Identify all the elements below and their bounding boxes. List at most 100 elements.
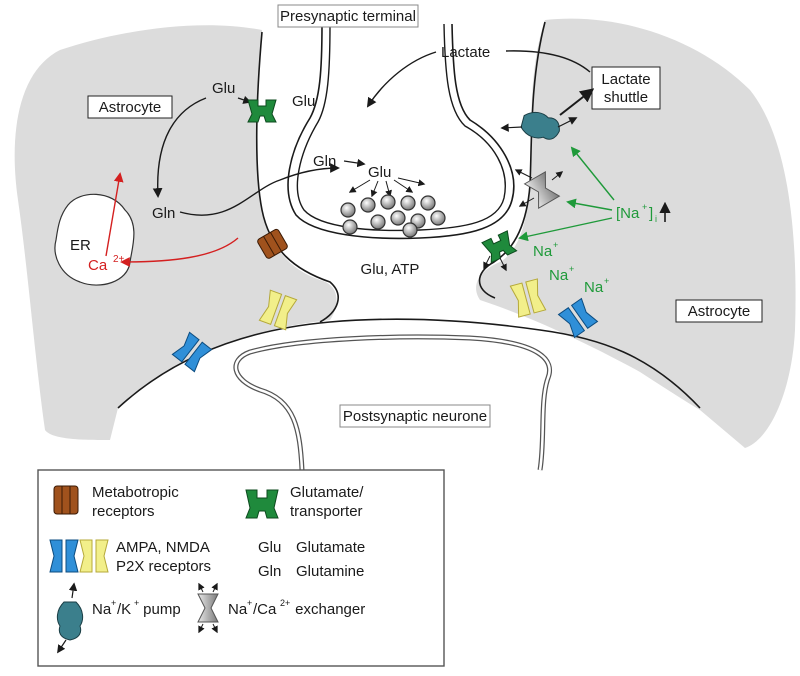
na-label-2-sup: +	[569, 264, 574, 274]
presynaptic-terminal-inner	[296, 23, 506, 232]
vesicle	[360, 197, 376, 213]
astrocyte-right-label-box	[675, 299, 763, 323]
transporter-arrow-right	[499, 257, 507, 272]
legend-pump-arrow-down	[57, 639, 67, 654]
ampa-receptor-left-icon	[171, 331, 213, 373]
ca-superscript: 2+	[113, 254, 125, 265]
lactate-shuttle-line2: shuttle	[604, 89, 648, 106]
glutamate-transporter-left	[247, 99, 277, 123]
glu-vesicle-arrow-2	[370, 180, 379, 198]
lactate-shuttle-arrow	[559, 88, 595, 116]
legend-metabotropic-line1: Metabotropic	[92, 484, 179, 501]
glu-vesicle-arrow-3	[385, 180, 392, 198]
na-ca-exchanger-right-icon	[523, 171, 561, 209]
legend-metabotropic-line2: receptors	[92, 503, 155, 520]
ca-release-arrow	[105, 172, 124, 257]
legend-pump-arrow-up	[68, 582, 78, 599]
gln-to-terminal-arrow	[179, 163, 340, 216]
legend-exchanger-arrow-4	[211, 623, 218, 634]
vesicle	[402, 222, 418, 238]
postsynaptic-neurone-inner	[234, 335, 551, 471]
glu-left-top: Glu	[212, 80, 235, 97]
lactate-shuttle-box	[591, 66, 661, 110]
ca-label: Ca	[88, 257, 108, 274]
na-to-transporter-arrow	[518, 217, 613, 242]
legend-nak-na: Na	[92, 601, 112, 618]
presynaptic-label-box	[277, 4, 419, 28]
vesicle	[340, 202, 356, 218]
legend-exchanger-arrow-3	[198, 623, 205, 634]
na-to-exchanger-arrow	[566, 198, 613, 211]
astrocyte-right-label: Astrocyte	[688, 303, 751, 320]
gln-left-label: Gln	[152, 205, 175, 222]
ampa-receptor-right-icon	[557, 297, 599, 339]
legend-metabotropic-icon	[53, 485, 79, 515]
vesicle	[380, 194, 396, 210]
postsynaptic-label-box	[339, 404, 491, 428]
legend-naca-na: Na	[228, 601, 248, 618]
na-concentration-sup: +	[642, 202, 647, 212]
legend-ampa-line1: AMPA, NMDA	[116, 539, 210, 556]
cleft-label: Glu, ATP	[361, 261, 420, 278]
glu-to-gln-arrow	[152, 97, 207, 198]
vesicle	[400, 195, 416, 211]
transporter-arrow-left	[483, 255, 491, 270]
legend-naca-ca: /Ca	[253, 601, 277, 618]
legend-nak-k: /K	[117, 601, 131, 618]
legend-naca-sup1: +	[247, 598, 252, 608]
legend-ampa-line2: P2X receptors	[116, 558, 211, 575]
legend-na-k-pump-icon	[56, 601, 84, 641]
metabotropic-receptor-icon	[257, 228, 288, 259]
lactate-arrow-into-terminal	[366, 51, 437, 108]
metabotropic-to-er-arrow	[120, 237, 239, 267]
na-label-3: Na	[584, 279, 604, 296]
vesicle	[430, 210, 446, 226]
vesicle	[390, 210, 406, 226]
glutamate-transporter-right-icon	[481, 230, 518, 264]
legend-glu-abbr: Glu	[258, 539, 281, 556]
glu-vesicle-arrow-5	[397, 177, 426, 187]
gln-presynaptic-label: Gln	[313, 153, 336, 170]
postsynaptic-label: Postsynaptic neurone	[343, 408, 487, 425]
glu-vesicle-arrow-1	[348, 179, 371, 193]
legend-naca-sup2: 2+	[280, 598, 290, 608]
presynaptic-label: Presynaptic terminal	[280, 8, 416, 25]
na-concentration-label: [Na	[616, 205, 640, 222]
legend-glutamate-transporter-icon	[245, 489, 279, 519]
lactate-shuttle-line1: Lactate	[601, 71, 650, 88]
presynaptic-terminal	[287, 23, 515, 240]
legend-exchanger-arrow-2	[211, 582, 218, 593]
na-label-3-sup: +	[604, 276, 609, 286]
legend-exchanger-arrow-1	[198, 582, 205, 593]
legend-nak-sup2: +	[134, 598, 139, 608]
astrocyte-right-edge	[478, 21, 546, 299]
exchanger-arrow-1	[514, 169, 533, 179]
na-label-1: Na	[533, 243, 553, 260]
exchanger-arrow-2	[518, 197, 535, 207]
lactate-line-right	[505, 50, 591, 73]
na-label-2: Na	[549, 267, 569, 284]
legend-ampa-icon	[49, 539, 79, 573]
na-concentration-sub: i	[655, 214, 657, 224]
legend-nak-rest: pump	[139, 601, 181, 618]
legend-glutamate-transporter-line2: transporter	[290, 503, 363, 520]
vesicle	[370, 214, 386, 230]
legend-gln-abbr: Gln	[258, 563, 281, 580]
pump-arrow-right	[557, 117, 578, 128]
legend-nak-sup1: +	[111, 598, 116, 608]
glu-transporter-left-label: Glu	[292, 93, 315, 110]
na-k-pump-right-icon	[520, 111, 560, 140]
glu-vesicle-arrow-4	[393, 179, 414, 193]
pump-arrow-left	[500, 123, 523, 132]
nmda-receptor-left-icon	[258, 289, 298, 331]
endoplasmic-reticulum	[54, 193, 135, 286]
legend-nmda-icon	[79, 539, 109, 573]
legend-glu-full: Glutamate	[296, 539, 365, 556]
vesicle	[420, 195, 436, 211]
na-to-pump-arrow	[570, 146, 615, 201]
synaptic-vesicles	[340, 194, 446, 238]
lactate-label: Lactate	[441, 44, 490, 61]
legend-naca-rest: exchanger	[291, 601, 365, 618]
legend-glutamate-transporter-line1: Glutamate/	[290, 484, 364, 501]
